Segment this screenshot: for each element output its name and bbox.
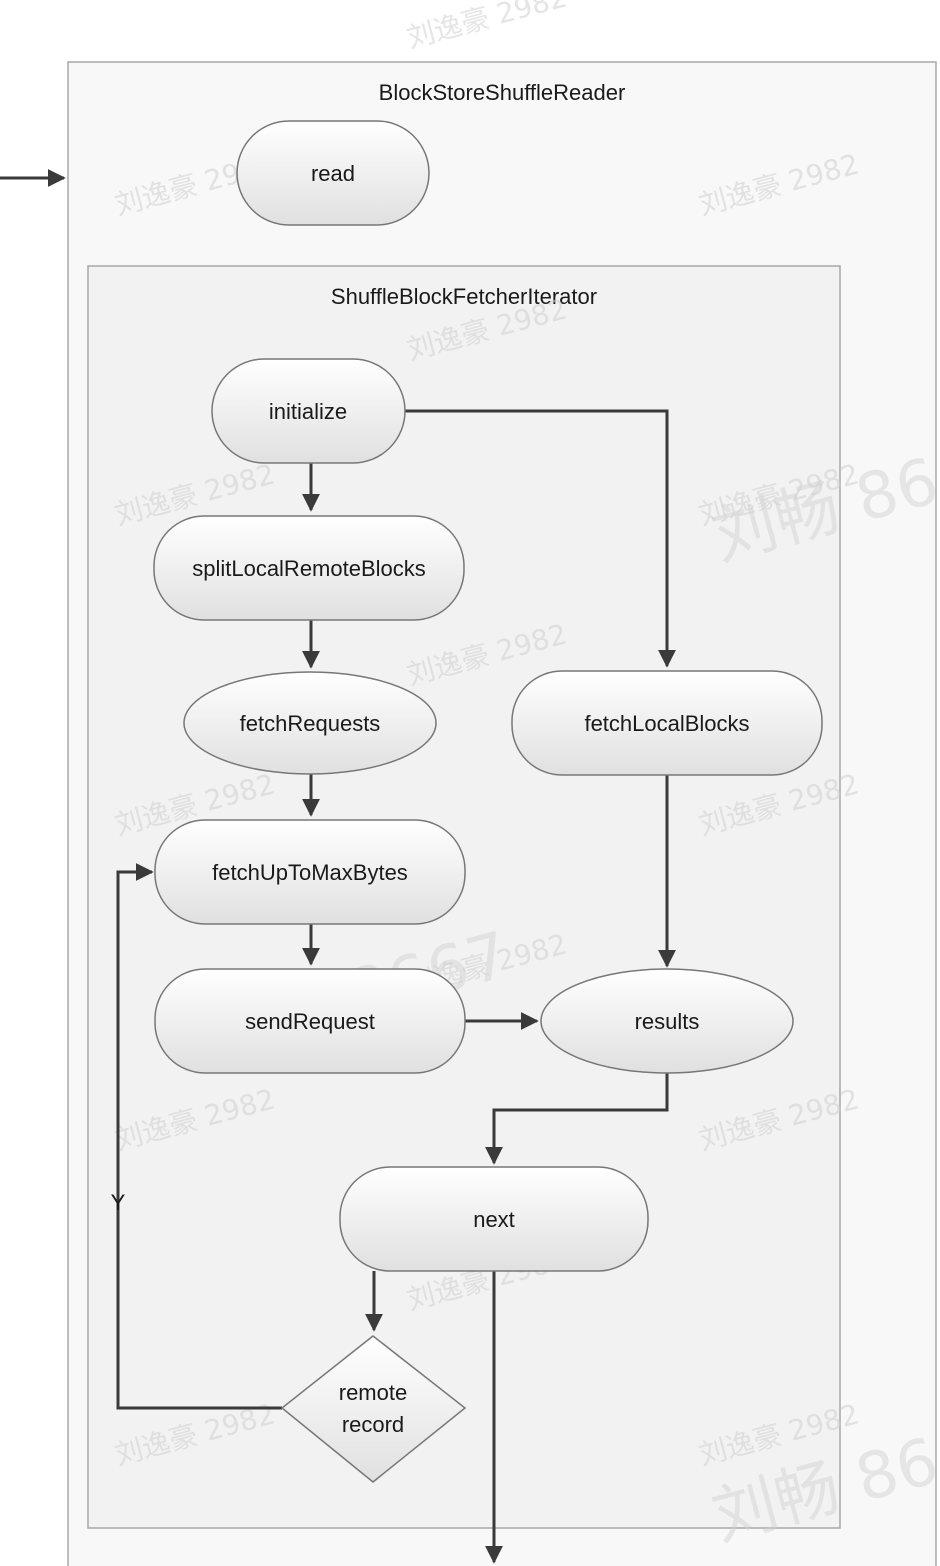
node-results-label: results — [635, 1009, 700, 1034]
node-fetchrequests-label: fetchRequests — [240, 711, 381, 736]
node-read-label: read — [311, 161, 355, 186]
edge-initialize-to-fetchlocal — [405, 409, 676, 668]
watermark-text: 刘逸豪 2982 — [403, 0, 570, 55]
edge-remoterecord-to-fetchupto — [116, 863, 282, 1410]
node-fetchrequests: fetchRequests — [183, 671, 437, 775]
node-sendrequest-label: sendRequest — [245, 1009, 375, 1034]
node-fetchlocalblocks: fetchLocalBlocks — [511, 670, 823, 776]
node-remote-record-line1: remote — [339, 1380, 407, 1405]
edge-label-yes: Y — [111, 1190, 126, 1215]
node-initialize: initialize — [211, 358, 406, 464]
edge-results-to-next — [485, 1073, 669, 1165]
node-next-label: next — [473, 1207, 515, 1232]
inner-container-shuffleblockfetcheriterator: ShuffleBlockFetcherIterator — [87, 265, 841, 1529]
node-initialize-label: initialize — [269, 399, 347, 424]
node-fetchupto-label: fetchUpToMaxBytes — [212, 860, 408, 885]
inner-container-title: ShuffleBlockFetcherIterator — [331, 284, 597, 309]
node-fetchuptomaxbytes: fetchUpToMaxBytes — [154, 819, 466, 925]
outer-container-title: BlockStoreShuffleReader — [379, 80, 626, 105]
node-remote-record-line2: record — [342, 1412, 404, 1437]
node-fetchlocal-label: fetchLocalBlocks — [584, 711, 749, 736]
node-split-label: splitLocalRemoteBlocks — [192, 556, 426, 581]
node-results: results — [540, 968, 794, 1074]
node-read: read — [236, 120, 430, 226]
node-splitlocalremoteblocks: splitLocalRemoteBlocks — [153, 515, 465, 621]
node-remote-record-decision: remote record — [280, 1335, 467, 1483]
edges: Y — [0, 169, 676, 1564]
node-sendrequest: sendRequest — [154, 968, 466, 1074]
node-next: next — [339, 1166, 649, 1272]
